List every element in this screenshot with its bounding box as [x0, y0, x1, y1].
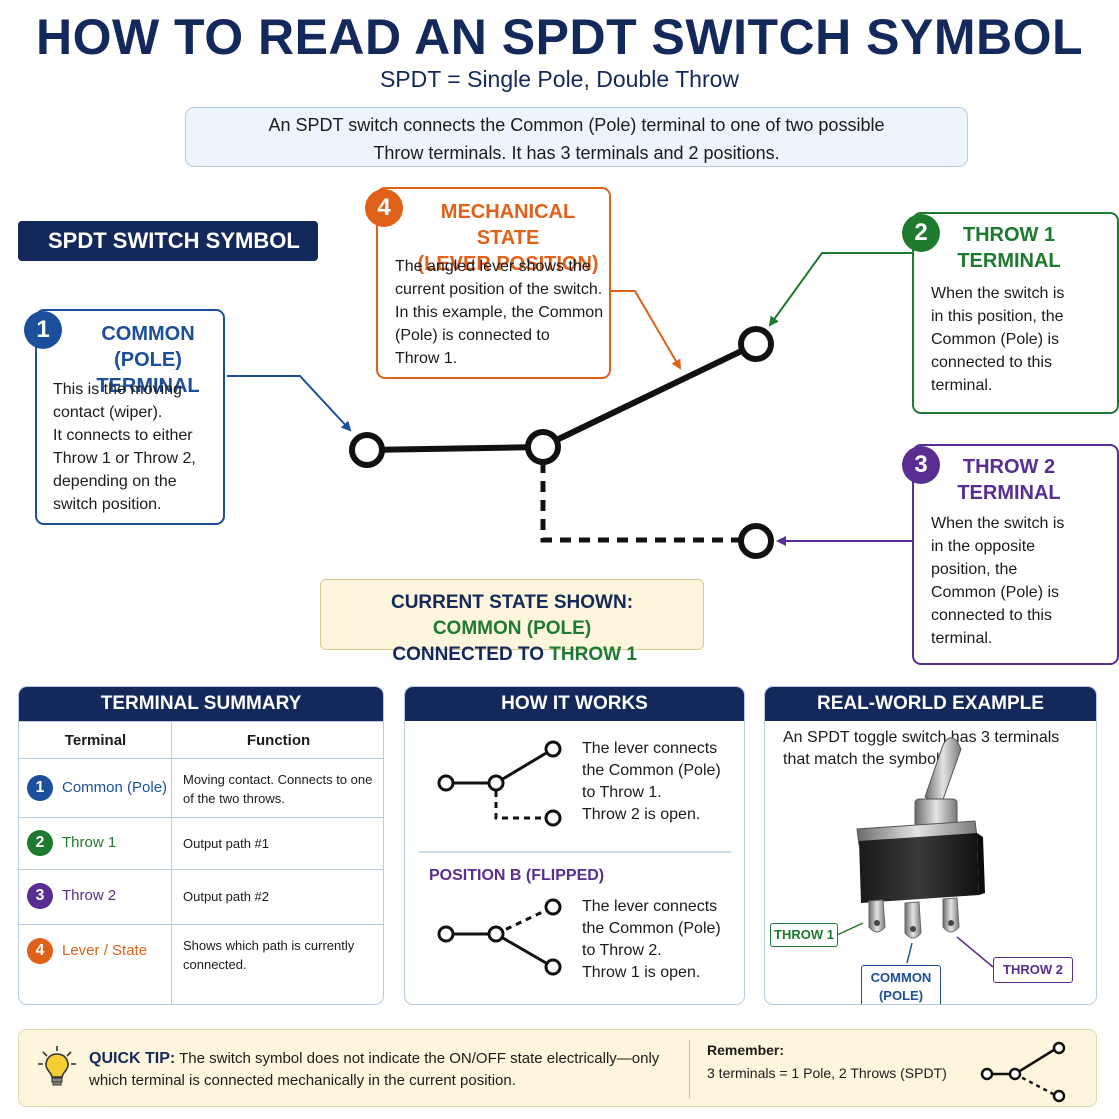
mechanical-callout-title: MECHANICAL STATE (LEVER POSITION)	[417, 201, 599, 275]
common-callout-body: This is the moving contact (wiper). It c…	[53, 381, 196, 513]
current-state-label: CURRENT STATE SHOWN:	[390, 592, 634, 613]
col-terminal-header: Terminal	[64, 732, 127, 749]
table-row: 4 Lever / State Shows which path is curr…	[19, 924, 383, 1004]
badge-1-icon: 1	[24, 311, 62, 349]
lever-line	[540, 341, 758, 450]
common-callout: COMMON (POLE) TERMINAL This is the movin…	[35, 309, 225, 525]
throw1-arrow	[768, 252, 912, 327]
throw1-callout: THROW 1 TERMINAL When the switch is in t…	[912, 212, 1119, 414]
remember-label: Remember:	[707, 1042, 785, 1058]
badge-4-small-icon: 4	[27, 938, 53, 964]
terminal-function: Shows which path is currently connected.	[183, 938, 355, 972]
throw1-terminal-circle	[738, 326, 774, 362]
position-b-label: POSITION B (FLIPPED)	[429, 867, 605, 884]
mini-a-pivot-circle	[487, 774, 505, 792]
badge-3-small-icon: 3	[27, 883, 53, 909]
mini-a-throw2-circle	[544, 809, 562, 827]
common-callout-title: COMMON (POLE) TERMINAL	[96, 323, 200, 397]
real-world-panel: REAL-WORLD EXAMPLE An SPDT toggle switch…	[764, 686, 1097, 1005]
real-world-text: An SPDT toggle switch has 3 terminals th…	[783, 729, 1060, 768]
lightbulb-icon	[38, 1046, 76, 1086]
table-row: 2 Throw 1 Output path #1	[19, 817, 383, 869]
intro-box: An SPDT switch connects the Common (Pole…	[185, 107, 968, 167]
mechanical-callout-body: The angled lever shows the current posit…	[395, 258, 604, 367]
throw1-callout-title: THROW 1 TERMINAL	[957, 224, 1061, 272]
throw2-callout-title: THROW 2 TERMINAL	[957, 456, 1061, 504]
current-state-value: COMMON (POLE) CONNECTED TO THROW 1	[387, 618, 637, 665]
table-header-row: Terminal Function	[19, 721, 383, 758]
quick-tip-text: QUICK TIP: The switch symbol does not in…	[89, 1050, 660, 1089]
common-wire	[366, 444, 543, 453]
mini-a-throw1-circle	[544, 740, 562, 758]
mini-a-common-circle	[437, 774, 455, 792]
throw2-tag: THROW 2	[993, 957, 1073, 983]
symbol-banner: SPDT SWITCH SYMBOL	[18, 221, 318, 261]
how-it-works-panel: HOW IT WORKS The lever connects the Comm…	[404, 686, 745, 1005]
quick-tip-box: QUICK TIP: The switch symbol does not in…	[18, 1029, 1097, 1107]
common-tag: COMMON (POLE)	[861, 965, 941, 1004]
throw2-terminal-circle	[738, 523, 774, 559]
badge-1-small-icon: 1	[27, 775, 53, 801]
common-terminal-circle	[349, 432, 385, 468]
badge-2-icon: 2	[902, 214, 940, 252]
badge-3-icon: 3	[902, 446, 940, 484]
mini-b-throw2-circle	[544, 958, 562, 976]
terminal-function: Output path #2	[183, 889, 270, 904]
terminal-name: Throw 2	[62, 887, 117, 904]
terminal-function: Moving contact. Connects to one of the t…	[183, 772, 373, 806]
throw2-callout-body: When the switch is in the opposite posit…	[931, 515, 1065, 647]
pivot-circle	[525, 429, 561, 465]
tip-divider	[689, 1040, 690, 1098]
table-row: 3 Throw 2 Output path #2	[19, 869, 383, 924]
position-a-text: The lever connects the Common (Pole) to …	[582, 740, 721, 823]
toggle-switch-illustration	[836, 737, 994, 968]
real-world-heading: REAL-WORLD EXAMPLE	[765, 687, 1096, 721]
terminal-function: Output path #1	[183, 836, 270, 851]
throw1-callout-body: When the switch is in this position, the…	[931, 285, 1065, 394]
mini-b-pivot-circle	[487, 925, 505, 943]
terminal-name: Lever / State	[62, 942, 148, 959]
throw2-callout: THROW 2 TERMINAL When the switch is in t…	[912, 444, 1119, 665]
col-function-header: Function	[246, 732, 311, 749]
page-title: HOW TO READ AN SPDT SWITCH SYMBOL	[35, 9, 1084, 65]
badge-2-small-icon: 2	[27, 830, 53, 856]
intro-line-1: An SPDT switch connects the Common (Pole…	[268, 115, 885, 135]
badge-4-icon: 4	[365, 189, 403, 227]
quick-tip-label: QUICK TIP:	[89, 1050, 176, 1067]
position-b-text: The lever connects the Common (Pole) to …	[582, 898, 721, 981]
mini-spdt-symbol-icon	[980, 1041, 1066, 1103]
page-subtitle: SPDT = Single Pole, Double Throw	[379, 66, 740, 92]
mechanical-callout: MECHANICAL STATE (LEVER POSITION) The an…	[376, 187, 611, 379]
current-state-box: CURRENT STATE SHOWN: COMMON (POLE) CONNE…	[320, 579, 704, 665]
intro-line-2: Throw terminals. It has 3 terminals and …	[373, 143, 780, 163]
throw1-tag: THROW 1	[770, 923, 838, 947]
common-arrow	[227, 375, 352, 432]
table-row: 1 Common (Pole) Moving contact. Connects…	[19, 758, 383, 817]
terminal-name: Throw 1	[62, 834, 117, 851]
mini-b-common-circle	[437, 925, 455, 943]
how-it-works-heading: HOW IT WORKS	[405, 687, 744, 721]
terminal-summary-panel: TERMINAL SUMMARY Terminal Function 1 Com…	[18, 686, 384, 1005]
terminal-summary-heading: TERMINAL SUMMARY	[19, 687, 383, 721]
throw2-dashed-wire	[540, 462, 740, 543]
mini-switch-diagrams	[419, 740, 731, 976]
terminal-name: Common (Pole)	[62, 779, 168, 796]
lever-arrow	[611, 290, 682, 370]
mini-b-throw1-circle	[544, 898, 562, 916]
remember-text: 3 terminals = 1 Pole, 2 Throws (SPDT)	[707, 1065, 947, 1081]
